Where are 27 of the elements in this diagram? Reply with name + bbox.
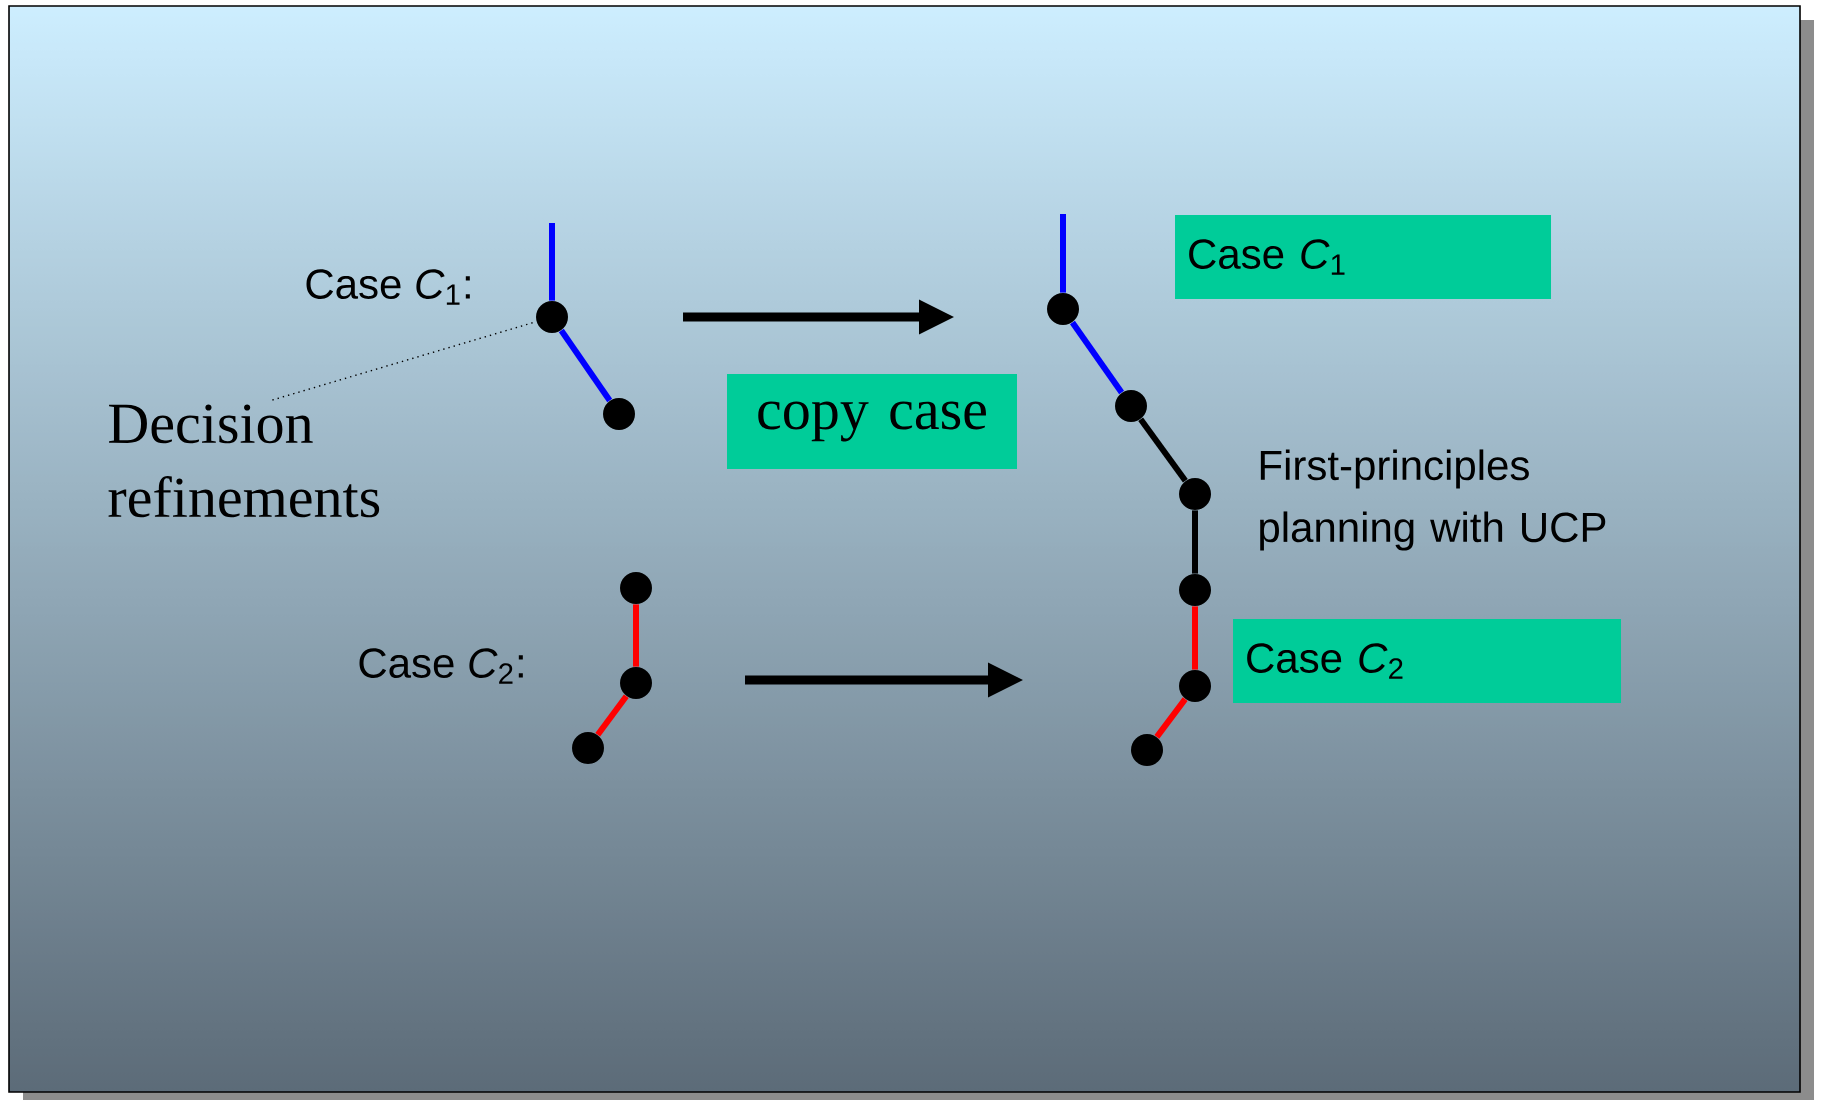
- line-segment: [558, 328, 613, 403]
- dot: [572, 732, 604, 764]
- line-segment: [1192, 510, 1198, 574]
- line-segment: [595, 694, 629, 737]
- line-segment: [1138, 417, 1188, 483]
- dot: [620, 667, 652, 699]
- dot: [1179, 670, 1211, 702]
- text-box: Case C$_{1}$: [1175, 215, 1551, 299]
- text-box: copy case: [727, 374, 1017, 469]
- dot: [1115, 390, 1147, 422]
- note-text: Decision refinements: [108, 404, 380, 518]
- dot: [620, 572, 652, 604]
- line-segment: [633, 604, 639, 667]
- dot: [1179, 574, 1211, 606]
- dot: [1179, 478, 1211, 510]
- dot: [1047, 293, 1079, 325]
- line-segment: [1192, 606, 1198, 670]
- line-segment: [1069, 320, 1125, 395]
- dot: [1131, 734, 1163, 766]
- text-box: Case C$_{2}$: [1233, 619, 1621, 703]
- label-text: Case C$_{1}$:: [306, 269, 470, 305]
- dot: [603, 398, 635, 430]
- dot: [536, 301, 568, 333]
- label-text: Case C$_{2}$:: [359, 648, 523, 684]
- label-text: First-principles planning with UCP: [1260, 449, 1606, 551]
- line-segment: [1060, 214, 1066, 293]
- line-segment: [1154, 697, 1188, 739]
